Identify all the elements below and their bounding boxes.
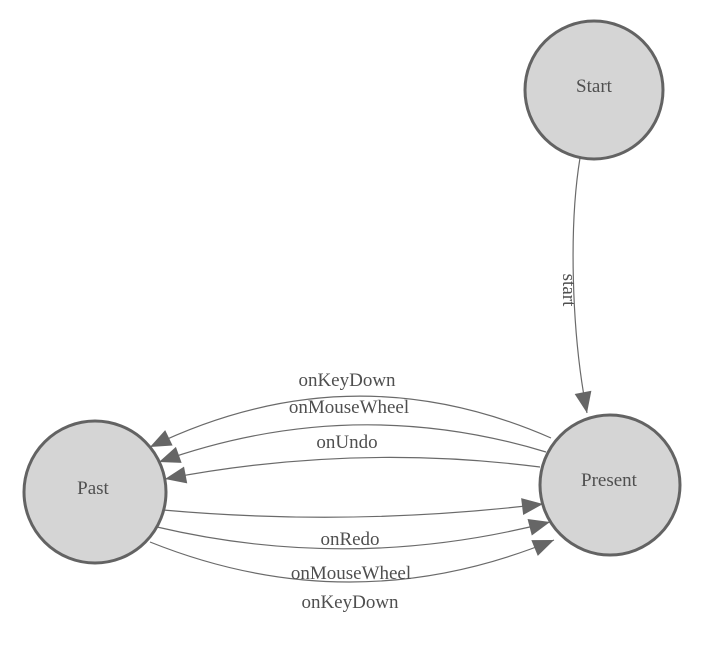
state-node-past[interactable]: Past bbox=[22, 419, 168, 565]
state-node-present-label: Present bbox=[581, 470, 638, 491]
edge-present-to-past-onmousewheel bbox=[158, 424, 547, 463]
edge-label-onundo: onUndo bbox=[316, 432, 377, 453]
state-node-start-label: Start bbox=[576, 76, 613, 97]
state-node-past-circle[interactable] bbox=[22, 419, 168, 565]
edge-label-start: start bbox=[558, 274, 579, 307]
edge-past-to-present-onmousewheel bbox=[156, 521, 551, 550]
edge-past-to-present-onredo bbox=[162, 503, 544, 518]
edge-label-onmousewheel-top: onMouseWheel bbox=[289, 397, 409, 418]
arrowhead-icon bbox=[527, 519, 550, 536]
edge-present-to-past-onkeydown bbox=[149, 395, 552, 448]
state-node-start-circle[interactable] bbox=[523, 19, 665, 161]
state-node-present-circle[interactable] bbox=[538, 413, 682, 557]
edge-label-onkeydown-bottom: onKeyDown bbox=[301, 592, 399, 613]
state-node-past-label: Past bbox=[77, 478, 109, 499]
state-node-present[interactable]: Present bbox=[538, 413, 682, 557]
edge-label-onmousewheel-bottom: onMouseWheel bbox=[291, 563, 411, 584]
edge-label-onredo: onRedo bbox=[320, 529, 379, 550]
arrowhead-icon bbox=[574, 390, 592, 413]
arrowhead-icon bbox=[531, 540, 554, 556]
arrowhead-icon bbox=[521, 498, 543, 515]
state-node-start[interactable]: Start bbox=[523, 19, 665, 161]
edge-start-to-present bbox=[572, 157, 588, 414]
edge-past-to-present-onkeydown bbox=[149, 539, 555, 583]
arrowhead-icon bbox=[150, 430, 173, 447]
edge-present-to-past-onundo bbox=[164, 456, 541, 480]
arrowhead-icon bbox=[165, 466, 188, 484]
edge-label-onkeydown-top: onKeyDown bbox=[298, 370, 396, 391]
arrowhead-icon bbox=[159, 446, 182, 463]
